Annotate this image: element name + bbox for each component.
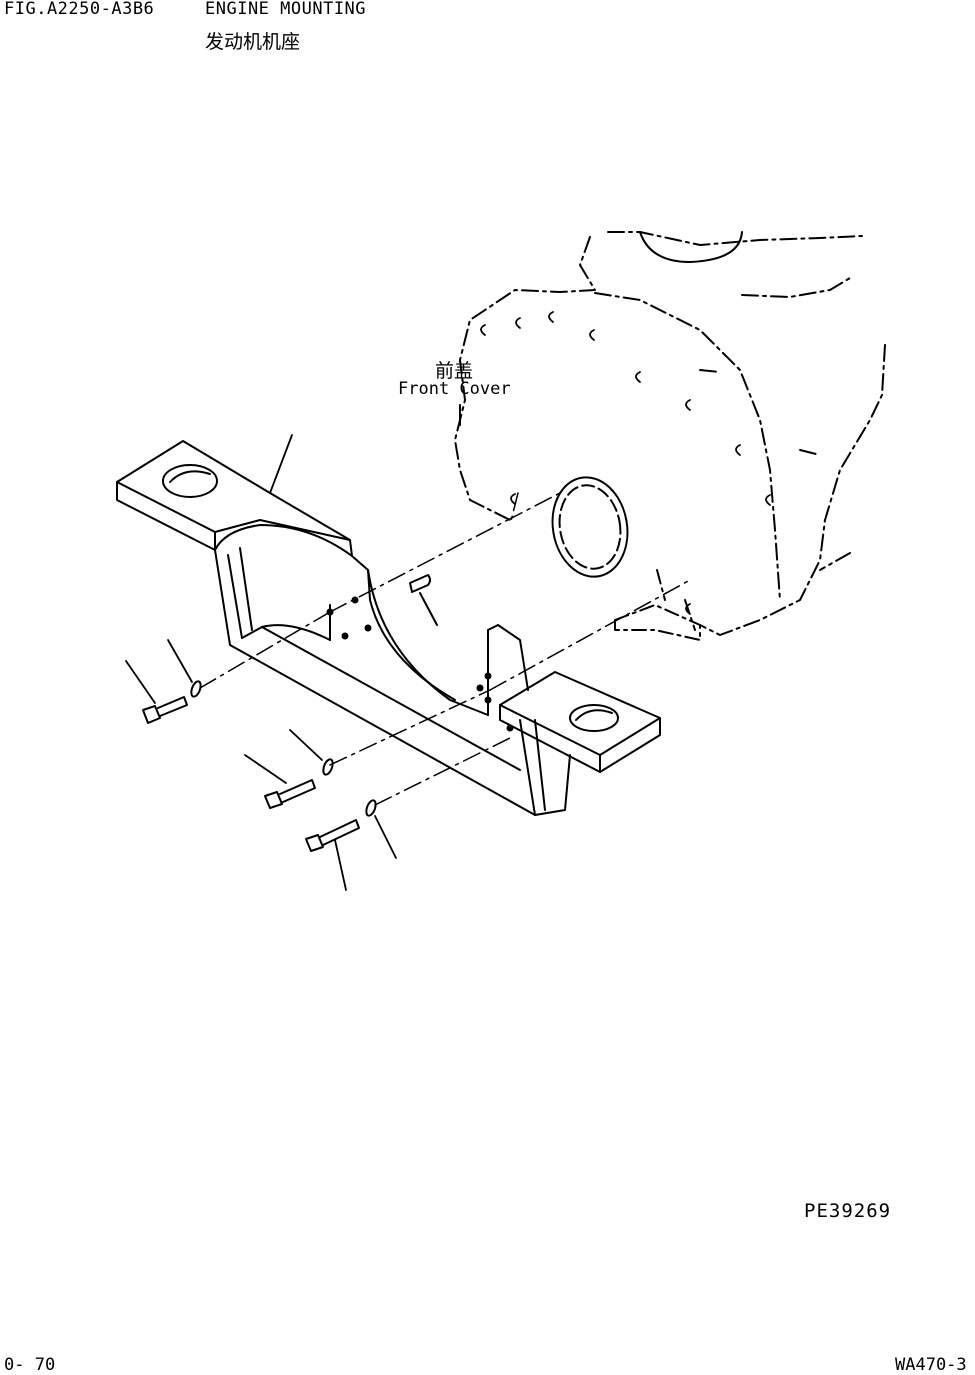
leader-washer-3 [374,815,397,859]
engine-mount-bracket [116,440,661,816]
engine-bolt-marks [480,311,771,615]
front-cover-label-cn: 前盖 [435,360,473,382]
washer-1 [190,680,202,698]
front-cover-label-en: Front Cover [398,379,511,399]
leader-washer-1 [167,639,193,683]
page-number: 0- 70 [4,1355,56,1375]
figure-title: ENGINE MOUNTING [205,0,367,19]
part-leaders [125,434,397,891]
leader-washer-2 [289,729,323,761]
dowel-pin [409,574,438,626]
bolt-3 [305,819,360,852]
model-label: WA470-3 [895,1355,967,1375]
right-mount-hole [569,704,619,732]
washer-2 [322,758,334,776]
figure-title-chinese: 发动机机座 [205,31,301,53]
front-cover-boss [551,476,629,578]
figure-id: FIG.A2250-A3B6 [4,0,155,19]
engine-top-hole [639,231,743,263]
bolt-1 [142,696,188,724]
drawing-id: PE39269 [804,1200,892,1222]
alignment-centerlines [199,492,691,806]
leader-bolt-2 [244,754,287,784]
dowel-pin-leader [419,592,438,626]
washer-3 [365,799,377,817]
leader-bolt-3 [334,839,347,891]
engine-pad [614,569,701,641]
engine-outline [454,231,886,636]
leader-bolt-1 [125,660,156,704]
leader-bracket [269,434,293,494]
left-mount-hole [162,464,218,498]
bolt-2 [264,779,316,809]
